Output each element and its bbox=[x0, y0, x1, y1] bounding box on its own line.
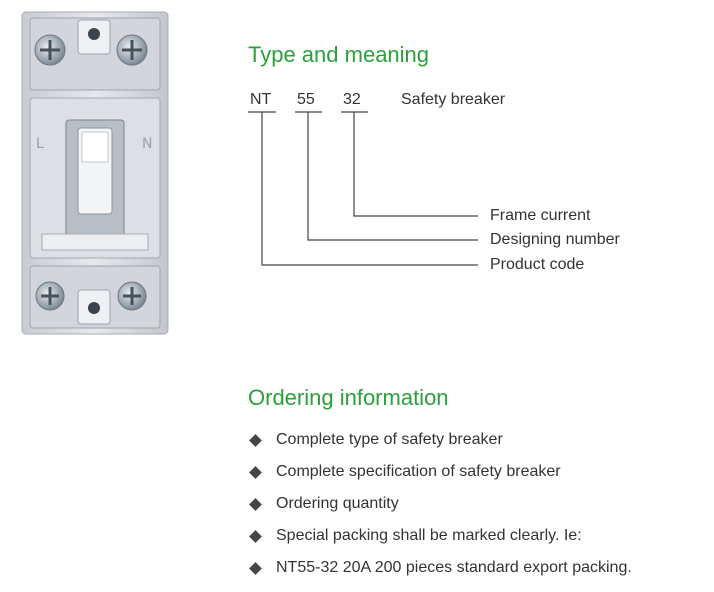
svg-text:L: L bbox=[36, 136, 44, 152]
code-part-55: 55 bbox=[297, 91, 315, 108]
list-item-text: Complete specification of safety breaker bbox=[276, 463, 561, 480]
diamond-bullet-icon bbox=[249, 433, 262, 447]
list-item: Special packing shall be marked clearly.… bbox=[248, 520, 632, 552]
list-item: Ordering quantity bbox=[248, 488, 632, 520]
list-item-text: Complete type of safety breaker bbox=[276, 431, 503, 448]
ordering-list: Complete type of safety breaker Complete… bbox=[248, 424, 632, 584]
type-and-meaning-heading: Type and meaning bbox=[248, 42, 430, 67]
svg-text:N: N bbox=[142, 136, 152, 152]
ordering-information-heading: Ordering information bbox=[248, 385, 449, 410]
diamond-bullet-icon bbox=[249, 529, 262, 543]
list-item: NT55-32 20A 200 pieces standard export p… bbox=[248, 552, 632, 584]
list-item: Complete type of safety breaker bbox=[248, 424, 632, 456]
list-item-text: NT55-32 20A 200 pieces standard export p… bbox=[276, 559, 632, 576]
code-part-nt: NT bbox=[250, 91, 272, 108]
diamond-bullet-icon bbox=[249, 465, 262, 479]
list-item-text: Special packing shall be marked clearly.… bbox=[276, 527, 582, 544]
list-item-text: Ordering quantity bbox=[276, 495, 399, 512]
leader-frame-current bbox=[353, 112, 478, 217]
leader-designing-number bbox=[307, 112, 478, 241]
diamond-bullet-icon bbox=[249, 561, 262, 575]
diamond-bullet-icon bbox=[249, 497, 262, 511]
label-designing-number: Designing number bbox=[490, 231, 620, 248]
label-frame-current: Frame current bbox=[490, 207, 591, 224]
product-name: Safety breaker bbox=[401, 91, 506, 108]
circuit-breaker-icon: L N bbox=[21, 11, 169, 335]
label-product-code: Product code bbox=[490, 256, 585, 273]
leader-product-code bbox=[261, 112, 478, 266]
code-part-32: 32 bbox=[343, 91, 361, 108]
list-item: Complete specification of safety breaker bbox=[248, 456, 632, 488]
